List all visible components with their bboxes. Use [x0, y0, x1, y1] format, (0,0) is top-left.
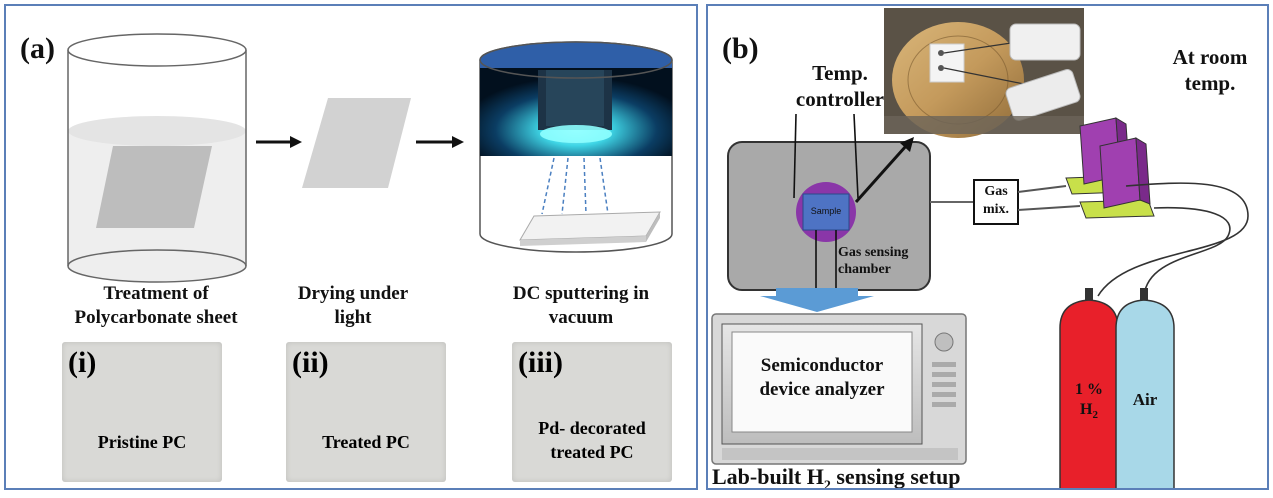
- analyzer-line2: device analyzer: [759, 379, 885, 400]
- arrow-right-icon: [416, 136, 464, 148]
- step3-caption-line1: DC sputtering in: [512, 283, 650, 304]
- sample-numeral: (i): [68, 346, 97, 379]
- air-cylinder-label: Air: [1132, 390, 1158, 409]
- temp-controller-label: Temp. controller: [784, 60, 896, 112]
- panel-a-illustration: [67, 33, 673, 283]
- chamber-label: Gas sensing chamber: [838, 244, 908, 278]
- device-analyzer-icon: [711, 313, 967, 465]
- h2-cylinder-label: 1 % H2: [1060, 380, 1118, 425]
- room-temp-label: At room temp.: [1160, 44, 1260, 96]
- setup-caption-suffix: sensing setup: [830, 464, 961, 489]
- sample-text: Pd- decorated treated PC: [512, 416, 672, 464]
- room-temp-line1: At room: [1172, 45, 1248, 69]
- analyzer-line1: Semiconductor: [760, 355, 884, 376]
- beaker-icon: [67, 33, 247, 283]
- polycarbonate-sheet-submerged: [96, 146, 212, 228]
- dried-sheet: [302, 98, 411, 188]
- temp-controller-line2: controller: [795, 87, 885, 111]
- sample-text-line1: Pd- decorated: [538, 418, 646, 438]
- panel-a-label: (a): [20, 32, 55, 65]
- sample-text-line1: Pristine PC: [97, 432, 187, 452]
- h2-cylinder-subscript: 2: [1092, 409, 1098, 422]
- panel-a: (a) Treatment of Polycarbonate sheet Dry…: [4, 4, 698, 490]
- sample-numeral: (iii): [518, 346, 563, 379]
- setup-caption-prefix: Lab-built H: [712, 464, 824, 489]
- sample-text-line1: Treated PC: [322, 432, 410, 452]
- sample-numeral: (ii): [292, 346, 329, 379]
- arrow-right-icon: [256, 136, 302, 148]
- sample-text: Pristine PC: [62, 430, 222, 454]
- mass-flow-controller-icon: [1079, 137, 1155, 219]
- h2-cylinder-line2: H: [1080, 401, 1093, 418]
- sample-text-line2: treated PC: [550, 442, 634, 462]
- sample-tile-treated: (ii) Treated PC: [286, 342, 446, 482]
- sample-substrate: [802, 193, 850, 231]
- gas-mix-label: Gas mix.: [974, 183, 1018, 219]
- gas-mix-line2: mix.: [982, 202, 1010, 217]
- chamber-label-line2: chamber: [838, 262, 891, 277]
- setup-caption-subscript: 2: [823, 478, 831, 490]
- gas-mix-box: [973, 179, 1019, 225]
- panel-b-label: (b): [722, 32, 759, 65]
- step2-caption-line1: Drying under: [297, 283, 409, 304]
- sample-tile-pd-decorated: (iii) Pd- decorated treated PC: [512, 342, 672, 482]
- panel-b-illustration: [711, 8, 1249, 488]
- analyzer-label: Semiconductor device analyzer: [732, 354, 912, 402]
- sputtering-chamber-icon: [479, 41, 673, 253]
- setup-caption: Lab-built H2 sensing setup: [712, 464, 961, 490]
- sample-text: Treated PC: [286, 430, 446, 454]
- step3-caption: DC sputtering in vacuum: [486, 282, 676, 330]
- step1-caption-line1: Treatment of: [103, 283, 209, 304]
- sample-tile-pristine: (i) Pristine PC: [62, 342, 222, 482]
- arrow-down-icon: [760, 288, 874, 312]
- air-cylinder-icon: [1115, 288, 1175, 488]
- temp-controller-line1: Temp.: [812, 61, 868, 85]
- gas-mix-line1: Gas: [984, 184, 1008, 199]
- heater-photo: [884, 8, 1084, 138]
- chamber-label-line1: Gas sensing: [838, 245, 909, 260]
- room-temp-line2: temp.: [1184, 71, 1236, 95]
- step1-caption: Treatment of Polycarbonate sheet: [46, 282, 266, 330]
- arrow-diagonal-icon: [854, 137, 914, 203]
- h2-cylinder-line1: 1 %: [1075, 381, 1103, 398]
- panel-b: (b) Temp. controller At room temp. Sampl…: [706, 4, 1269, 490]
- sample-label: Sample: [810, 206, 842, 216]
- step3-caption-line2: vacuum: [548, 307, 614, 328]
- step1-caption-line2: Polycarbonate sheet: [74, 307, 238, 328]
- step2-caption-line2: light: [334, 307, 372, 328]
- step2-caption: Drying under light: [268, 282, 438, 330]
